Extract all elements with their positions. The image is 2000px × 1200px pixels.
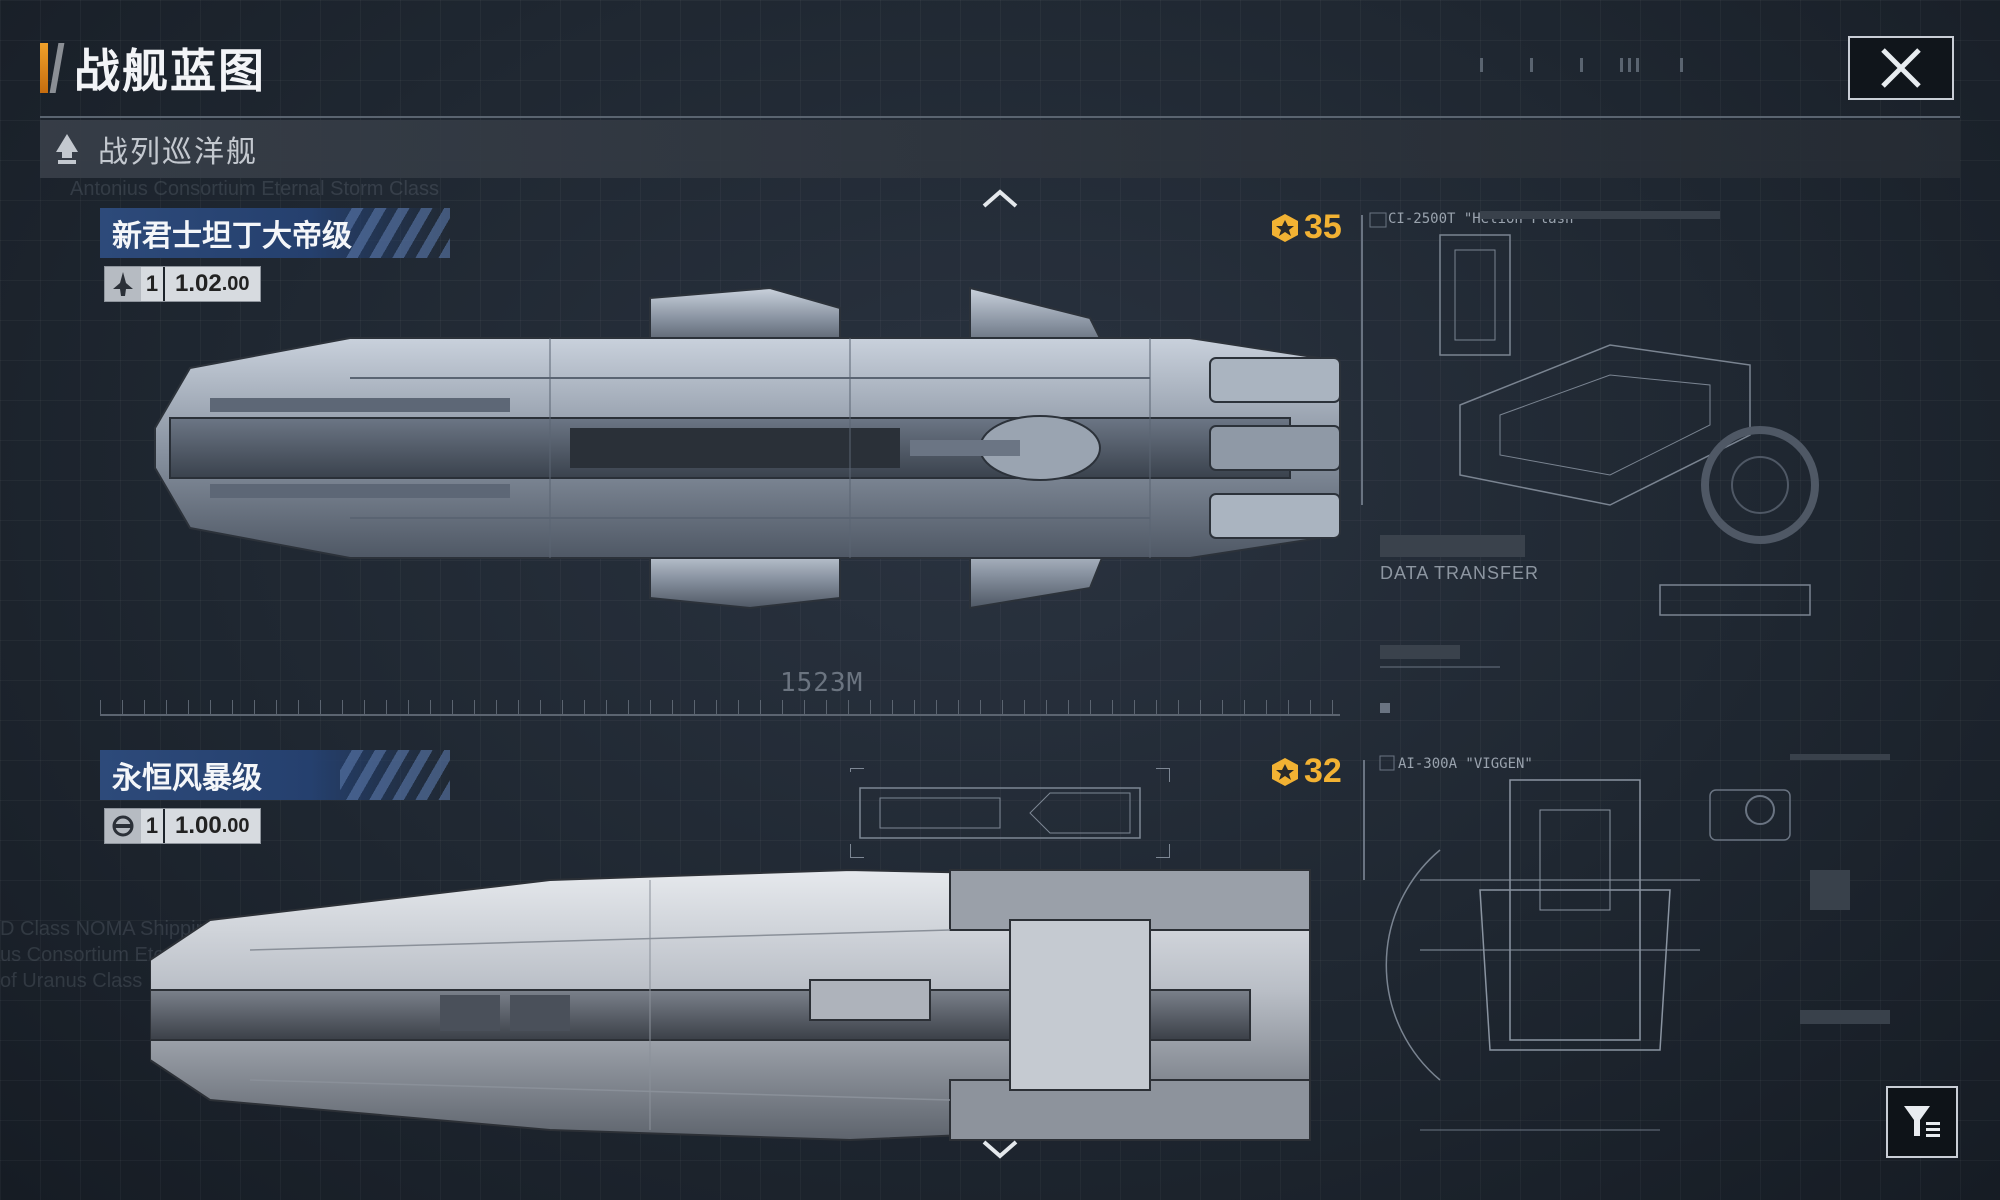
- ship-card[interactable]: 新君士坦丁大帝级 1 1.02.00 35: [40, 208, 1342, 718]
- fighter-icon: [105, 267, 141, 301]
- ship-card[interactable]: 永恒风暴级 1 1.00.00 32: [40, 750, 1342, 1170]
- ship-category-icon: [56, 134, 78, 164]
- blueprint-drawing: [1363, 754, 1890, 1131]
- ship-count: 1: [141, 809, 163, 843]
- ship-name: 永恒风暴级: [112, 761, 262, 796]
- page-title: 战舰蓝图: [74, 44, 266, 98]
- blueprint-code: AI-300A "VIGGEN": [1398, 756, 1533, 772]
- ship-ratio-value: 1.02: [175, 270, 222, 297]
- ship-ratio-suffix: .00: [221, 814, 250, 837]
- filter-button[interactable]: [1886, 1086, 1958, 1158]
- ship-length-label: 1523M: [780, 668, 864, 698]
- ship-cost: 32: [1270, 752, 1342, 791]
- title-bar: 战舰蓝图: [40, 40, 266, 98]
- background-decor-text: of Uranus Class: [0, 970, 143, 992]
- category-bar[interactable]: 战列巡洋舰: [40, 120, 1960, 178]
- header-divider: [40, 116, 1960, 118]
- length-ruler: [100, 700, 1340, 716]
- cost-badge-icon: [1272, 757, 1298, 786]
- filter-icon: [1904, 1106, 1940, 1137]
- ship-schematic: [850, 768, 1170, 858]
- blueprint-drawing: [1361, 211, 1819, 713]
- ship-name-banner: 新君士坦丁大帝级: [100, 208, 450, 258]
- ship-stats: 1 1.00.00: [104, 808, 261, 844]
- ship-name: 新君士坦丁大帝级: [112, 219, 352, 254]
- category-label: 战列巡洋舰: [98, 135, 258, 170]
- blueprint-panel: CI-2500T "Helion Flash" DATA TRANSFER: [1360, 205, 1960, 725]
- scroll-up-button[interactable]: [980, 186, 1020, 212]
- carrier-icon: [105, 809, 141, 843]
- blueprint-panel: AI-300A "VIGGEN": [1360, 750, 1960, 1170]
- ship-ratio: 1.02.00: [165, 267, 260, 301]
- ship-ratio-suffix: .00: [221, 272, 250, 295]
- chevron-down-icon: [982, 1140, 1018, 1159]
- header-decor-bars: [1480, 58, 1683, 72]
- title-accent-secondary: [49, 43, 65, 93]
- chevron-up-icon: [982, 189, 1018, 208]
- title-accent: [40, 43, 48, 93]
- ship-count: 1: [141, 267, 163, 301]
- cost-badge-icon: [1272, 213, 1298, 242]
- ship-cost: 35: [1270, 208, 1342, 247]
- banner-stripes: [340, 208, 450, 258]
- ship-model[interactable]: [150, 278, 1350, 618]
- close-button[interactable]: [1848, 36, 1954, 100]
- ship-model[interactable]: [150, 860, 1350, 1160]
- banner-stripes: [340, 750, 450, 800]
- data-transfer-label: DATA TRANSFER: [1380, 563, 1540, 583]
- close-icon: [1881, 48, 1921, 88]
- ship-stats: 1 1.02.00: [104, 266, 261, 302]
- ship-ratio-value: 1.00: [175, 812, 222, 839]
- background-decor-text: Antonius Consortium Eternal Storm Class: [70, 178, 440, 200]
- ship-ratio: 1.00.00: [165, 809, 260, 843]
- ship-cost-value: 32: [1304, 752, 1342, 790]
- background-decor-text: us Consortium Eternal: [0, 944, 198, 966]
- ship-name-banner: 永恒风暴级: [100, 750, 450, 800]
- scroll-down-button[interactable]: [980, 1136, 1020, 1162]
- ship-cost-value: 35: [1304, 208, 1342, 246]
